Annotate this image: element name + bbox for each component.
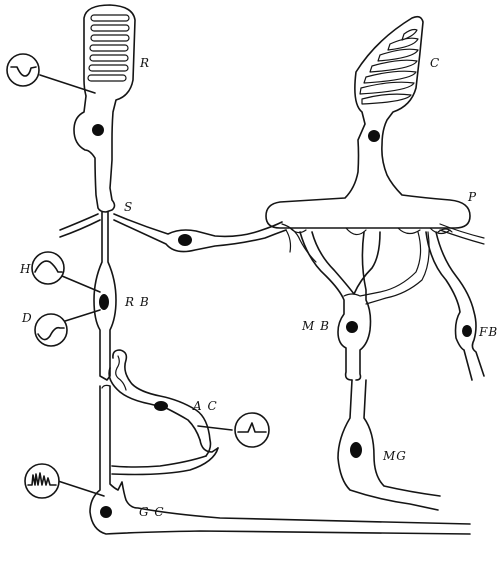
cone-cell — [266, 17, 470, 235]
label-rod: R — [139, 56, 150, 70]
rod-outline — [74, 5, 135, 212]
label-midget-ganglion: MG — [382, 449, 407, 463]
midget-ganglion-nucleus — [350, 442, 362, 458]
rod-outer-segment-discs — [88, 15, 129, 81]
label-horizontal-response: H — [19, 262, 31, 276]
label-cone-pedicle: P — [467, 190, 477, 204]
label-rod-bipolar: R B — [124, 295, 150, 309]
cone-outline — [266, 17, 470, 228]
cone-nucleus — [368, 130, 380, 142]
label-ganglion: G C — [139, 505, 165, 519]
rod-recording — [7, 54, 95, 93]
flat-bipolar-nucleus — [462, 325, 472, 337]
flat-bipolar-cell — [426, 229, 484, 380]
midget-bipolar-cell — [300, 232, 429, 380]
amacrine-nucleus — [154, 401, 168, 411]
horizontal-cell-nucleus — [178, 234, 192, 246]
ganglion-recording — [25, 464, 104, 498]
label-depolarizing-response: D — [21, 311, 33, 325]
midget-ganglion-cell — [338, 380, 440, 510]
rod-nucleus — [92, 124, 104, 136]
cone-outer-segment-discs — [360, 30, 418, 105]
label-flat-bipolar: FB — [478, 325, 498, 339]
label-midget-bipolar: M B — [301, 319, 330, 333]
d-recording — [35, 310, 100, 346]
label-rod-synapse: S — [124, 200, 133, 214]
label-cone: C — [430, 56, 440, 70]
rod-bipolar-nucleus — [99, 294, 109, 310]
h-recording — [32, 252, 100, 292]
ganglion-nucleus — [100, 506, 112, 518]
label-amacrine: A C — [192, 399, 218, 413]
midget-bipolar-nucleus — [346, 321, 358, 333]
rod-cell — [74, 5, 135, 212]
